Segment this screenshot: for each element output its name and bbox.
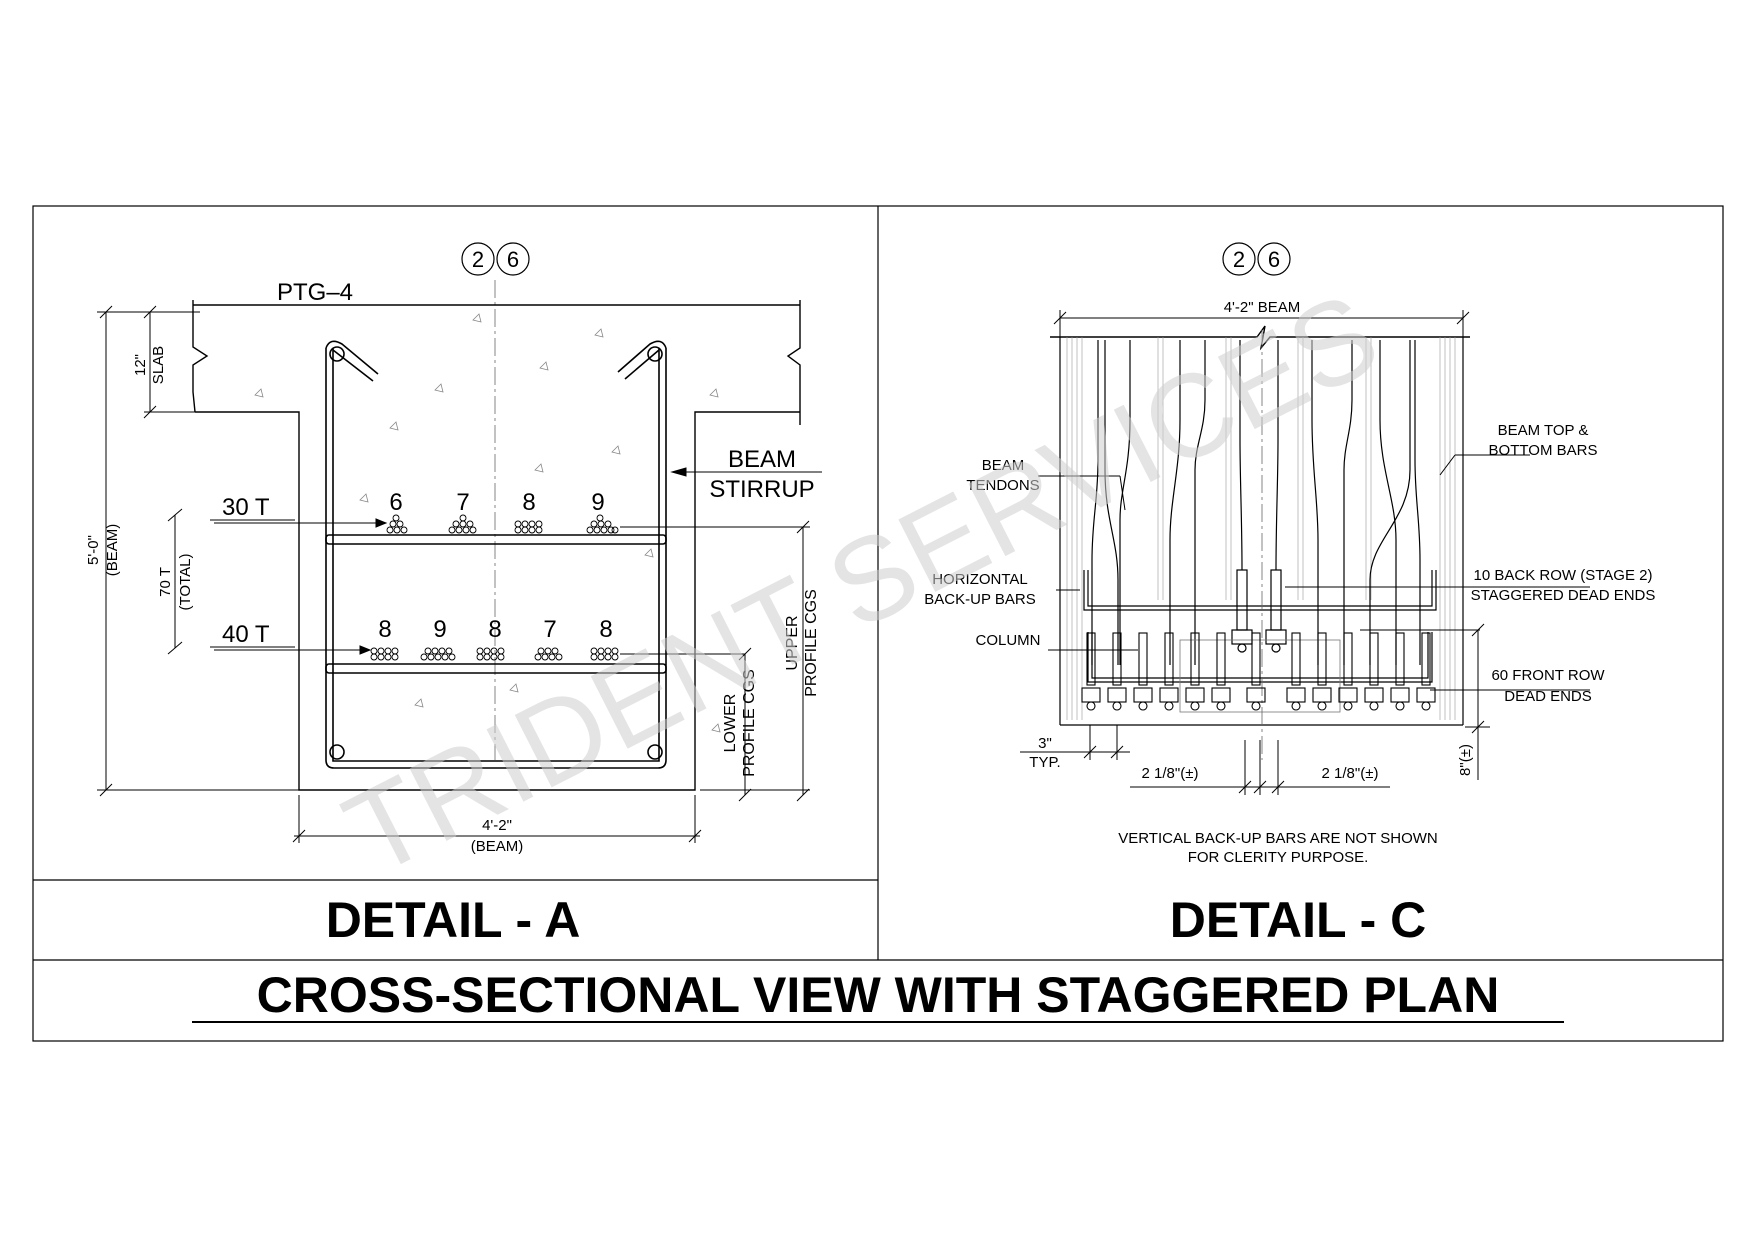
lower-cgs-label: LOWER	[722, 694, 739, 753]
total-tendons-sub: (TOTAL)	[177, 554, 194, 611]
tendon-profiles	[1091, 340, 1421, 665]
bundle-count: 9	[591, 489, 604, 516]
grid-bubble-label: 6	[507, 247, 519, 272]
sheet-frame	[32, 205, 1724, 1042]
upper-row-label: 30 T	[222, 494, 270, 521]
grid-bubble-label: 2	[1233, 247, 1245, 272]
spacing-dimension: 3"	[1038, 735, 1052, 752]
detail-c-caption: DETAIL - C	[1170, 892, 1426, 948]
slab-label: SLAB	[150, 346, 167, 384]
front-row-label: DEAD ENDS	[1504, 688, 1592, 705]
bundle-count: 7	[543, 616, 556, 643]
bundle-count: 9	[433, 616, 446, 643]
stirrup-label: STIRRUP	[709, 476, 814, 503]
horizontal-back-up-label: BACK-UP BARS	[924, 591, 1035, 608]
bundle-count: 8	[488, 616, 501, 643]
lower-cgs-label: PROFILE CGS	[741, 669, 758, 777]
beam-width-sub: (BEAM)	[471, 838, 524, 855]
beam-outline	[195, 411, 800, 791]
tendon-bundles-upper	[386, 514, 619, 534]
grid-bubble	[1257, 242, 1291, 276]
concrete-hatch	[254, 313, 721, 733]
bundle-count: 8	[599, 616, 612, 643]
beam-height-dimension: 5'-0"	[85, 535, 102, 565]
sheet-title: CROSS-SECTIONAL VIEW WITH STAGGERED PLAN	[257, 967, 1500, 1023]
beam-stirrup	[325, 340, 667, 769]
clarity-note: VERTICAL BACK-UP BARS ARE NOT SHOWN	[1118, 830, 1438, 847]
beam-tendons-label: BEAM	[982, 457, 1025, 474]
slab-dimension: 12"	[132, 354, 149, 376]
slab-outline	[192, 300, 209, 413]
total-tendons: 70 T	[157, 567, 174, 597]
detail-c-dimensions	[1020, 623, 1490, 795]
grid-bubble-label: 6	[1268, 247, 1280, 272]
back-row-label: 10 BACK ROW (STAGE 2)	[1474, 567, 1653, 584]
bundle-count: 7	[456, 489, 469, 516]
upper-cgs-label: UPPER	[784, 615, 801, 670]
detail-c-text: 2 6 4'-2" BEAM BEAM TENDONS BEAM TOP & B…	[924, 247, 1655, 948]
bundle-count: 8	[378, 616, 391, 643]
offset-dimension-right: 2 1/8"(±)	[1322, 765, 1379, 782]
back-row-label: STAGGERED DEAD ENDS	[1471, 587, 1656, 604]
spacing-typ: TYP.	[1029, 754, 1060, 771]
horizontal-back-up-label: HORIZONTAL	[932, 571, 1028, 588]
beam-tendons-label: TENDONS	[966, 477, 1039, 494]
detail-a-text: 2 6 PTG–4 12" SLAB 5'-0" (BEAM) 70 T (TO…	[85, 247, 820, 948]
grid-bubble	[496, 242, 530, 276]
beam-width-label: 4'-2" BEAM	[1224, 299, 1301, 316]
clarity-note: FOR CLERITY PURPOSE.	[1188, 849, 1369, 866]
detail-c-leaders	[1038, 454, 1590, 691]
dimension-lines	[97, 305, 810, 843]
top-bottom-bars-label: BOTTOM BARS	[1489, 442, 1598, 459]
top-bottom-bars-label: BEAM TOP &	[1498, 422, 1589, 439]
lower-row-label: 40 T	[222, 621, 270, 648]
back-row-anchors	[1231, 569, 1287, 653]
longitudinal-bars	[1066, 337, 1456, 720]
beam-width-dimension: 4'-2"	[482, 817, 512, 834]
bundle-count: 6	[389, 489, 402, 516]
grid-bubble	[1222, 242, 1256, 276]
detail-a-drawing	[97, 242, 822, 843]
stirrup-label: BEAM	[728, 446, 796, 473]
front-row-label: 60 FRONT ROW	[1491, 667, 1605, 684]
detail-c-drawing	[1020, 242, 1590, 795]
beam-height-sub: (BEAM)	[104, 524, 121, 577]
front-row-anchors	[1081, 632, 1436, 711]
column-label: COLUMN	[975, 632, 1040, 649]
upper-cgs-label: PROFILE CGS	[803, 589, 820, 697]
row-leaders	[210, 467, 822, 655]
offset-dimension-left: 2 1/8"(±)	[1142, 765, 1199, 782]
detail-a-caption: DETAIL - A	[326, 892, 581, 948]
grid-bubble-label: 2	[472, 247, 484, 272]
grid-bubble	[461, 242, 495, 276]
tendon-bundles-lower	[370, 647, 619, 661]
girder-id: PTG–4	[277, 279, 353, 306]
bundle-count: 8	[522, 489, 535, 516]
depth-dimension: 8"(±)	[1457, 744, 1474, 776]
